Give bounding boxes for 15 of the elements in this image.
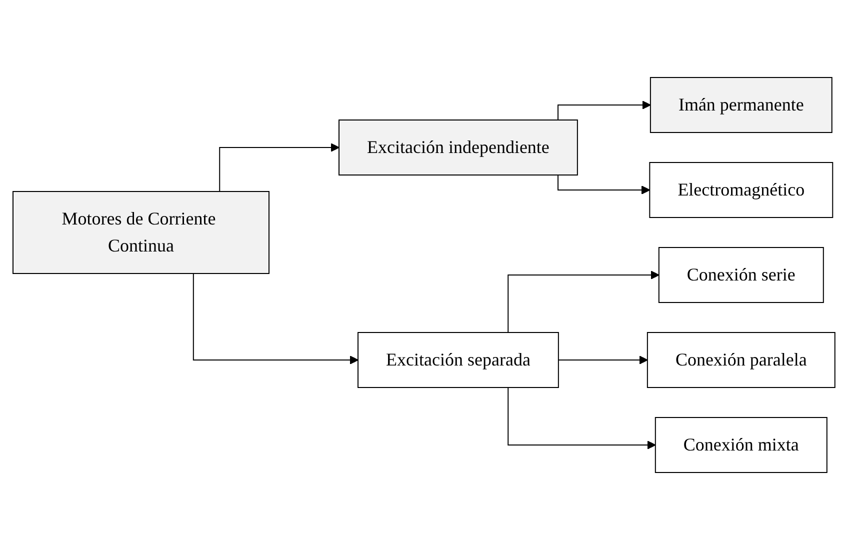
node-box: Conexión paralela (646, 332, 836, 388)
arrow (558, 174, 650, 194)
arrow (508, 387, 656, 450)
node-box: Conexión serie (658, 247, 824, 303)
node-box: Excitación separada (358, 332, 559, 388)
node-box: Motores de Corriente Continua (12, 191, 270, 274)
arrow (558, 356, 648, 364)
arrow (508, 270, 660, 333)
node-box: Imán permanente (650, 77, 832, 133)
arrow (192, 273, 358, 364)
arrow (219, 143, 340, 192)
node-box: Excitación independiente (338, 120, 578, 176)
node-box: Electromagnético (649, 162, 834, 218)
node-box: Conexión mixta (654, 417, 828, 473)
arrow (558, 100, 651, 120)
